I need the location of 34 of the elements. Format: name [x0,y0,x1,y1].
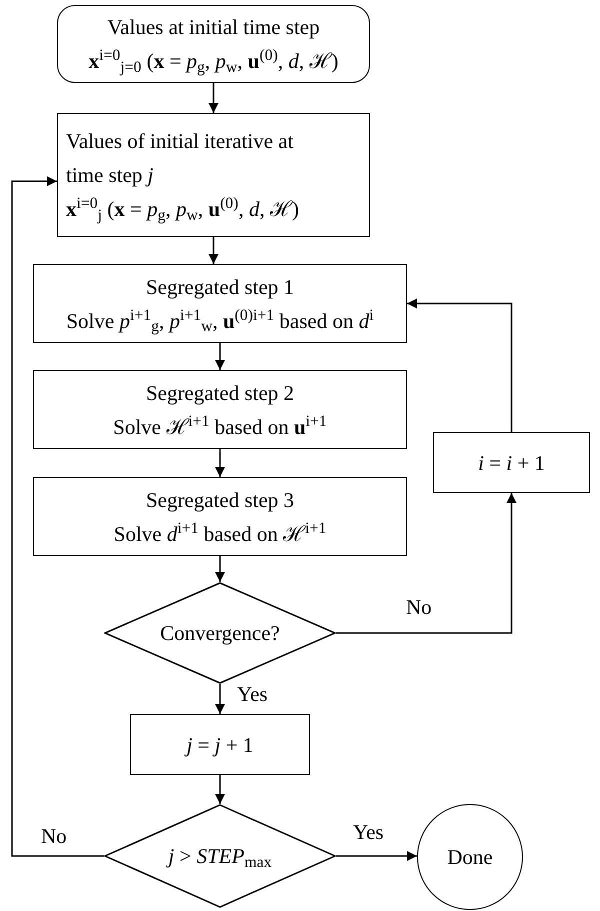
box-text: Done [447,844,493,871]
box-text: x$^{i=0}$$_{j=0}$ (x = p$_{g}$, p$_{w}$, u$^{(0)}$, d, ℋ) [88,46,338,78]
box-heading: Segregated step 3 [146,486,294,514]
arrow [336,493,516,634]
decision-diamond [104,804,336,908]
arrow [215,343,225,370]
box-text: Solve p$^{i+1}$$_{g}$, p$^{i+1}$$_{w}$, u$^{(0)i+1}$ based on d$^{i}$ [66,306,374,338]
box-text: Convergence? [160,620,280,647]
box-heading: Segregated step 1 [146,274,294,300]
arrow [215,556,225,582]
process-box [57,113,370,237]
box-text: x$^{i=0}$$_{j}$ (x = p$_{g}$, p$_{w}$, u$^{(0)}$, d, ℋ) [66,194,299,226]
process-box [130,714,310,775]
arrow [215,684,225,714]
start-box [57,5,370,83]
box-heading: Segregated step 2 [146,380,294,406]
box-heading: Values at initial time step [107,14,320,41]
arrow [208,83,218,113]
box-text: i = i + 1 [478,450,545,476]
arrow [407,298,512,432]
box-text: Solve ℋ$^{i+1}$ based on u$^{i+1}$ [113,412,327,440]
box-text: j = j + 1 [186,732,254,758]
arrow [215,449,225,477]
decision-diamond [104,582,336,684]
process-box [33,370,407,449]
arrow [336,851,417,861]
box-text: Solve d$^{i+1}$ based on ℋ$^{i+1}$ [114,518,326,548]
process-box [33,477,407,556]
process-box [33,264,407,343]
arrow [208,237,218,264]
box-text: j > STEP$_{max}$ [168,843,272,873]
arrow [215,775,225,804]
process-box [433,432,590,493]
arrow [11,176,104,857]
